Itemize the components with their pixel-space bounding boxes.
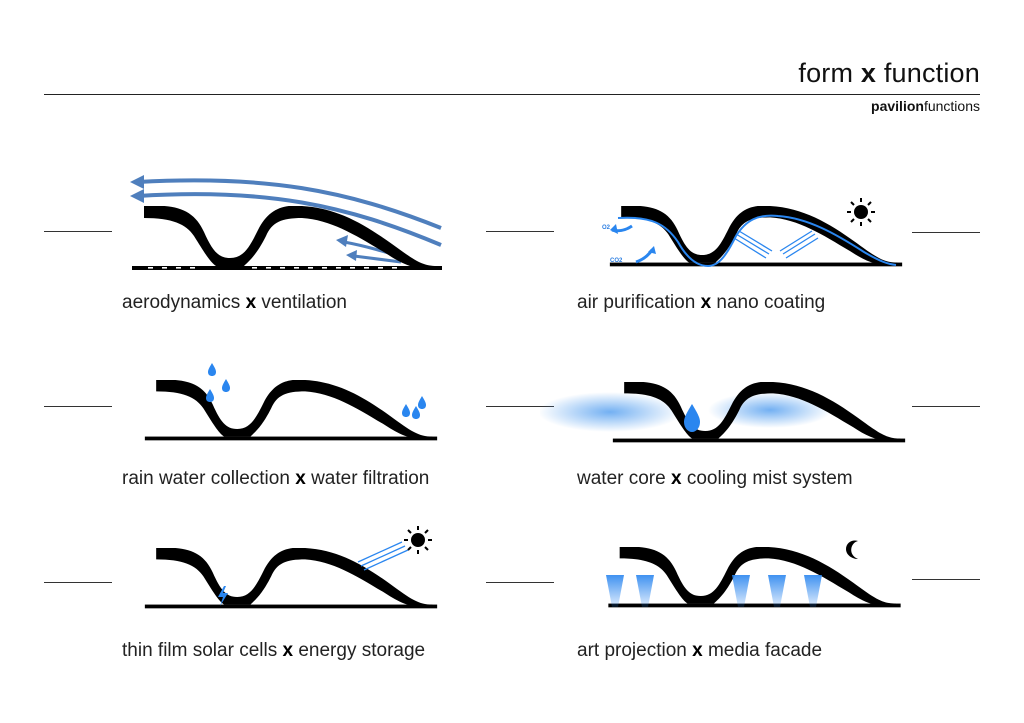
pavilion-shape <box>144 380 438 441</box>
arrow-icon <box>130 175 144 189</box>
arrow-icon <box>648 246 656 254</box>
side-line <box>486 406 554 407</box>
caption-air-purification: air purification x nano coating <box>577 292 826 313</box>
side-line <box>486 582 554 583</box>
lightning-icon <box>218 586 228 606</box>
caption-solar-cells: thin film solar cells x energy storage <box>122 640 426 661</box>
water-drop-icon <box>206 363 426 419</box>
wind-arrow <box>137 178 442 230</box>
nano-coating-line <box>617 214 897 268</box>
rain-water-diagram <box>144 363 438 441</box>
sun-rays <box>357 541 409 571</box>
page-subtitle: pavilionfunctions <box>871 98 980 114</box>
side-line <box>912 232 980 233</box>
o2-label: O2 <box>602 225 611 231</box>
side-line <box>44 231 112 232</box>
moon-icon <box>846 540 858 559</box>
caption-rain-water: rain water collection x water filtration <box>122 468 430 489</box>
aerodynamics-diagram <box>130 175 442 270</box>
co2-label: CO2 <box>610 258 623 264</box>
water-drop-icon <box>684 404 700 432</box>
sun-rays <box>733 230 819 259</box>
arrow-icon <box>336 235 348 247</box>
caption-water-core: water core x cooling mist system <box>577 468 853 489</box>
side-line <box>44 582 112 583</box>
side-line <box>44 406 112 407</box>
arrow-icon <box>130 189 144 203</box>
sun-icon <box>404 526 432 554</box>
wind-arrow <box>137 192 442 247</box>
solar-cells-diagram <box>144 526 438 609</box>
sun-icon <box>847 198 875 226</box>
side-line <box>486 231 554 232</box>
side-line <box>912 406 980 407</box>
caption-aerodynamics: aerodynamics x ventilation <box>122 292 347 313</box>
air-purification-diagram: O2 CO2 <box>602 198 903 268</box>
mist-cloud <box>540 392 682 432</box>
header-rule <box>44 94 980 95</box>
caption-art-projection: art projection x media facade <box>577 640 823 661</box>
side-line <box>912 579 980 580</box>
art-projection-diagram <box>606 540 901 608</box>
water-core-diagram <box>540 382 906 443</box>
vent-slots <box>148 267 397 269</box>
arrow-icon <box>610 224 618 234</box>
page-title: form x function <box>798 58 980 88</box>
wind-arrow <box>353 254 402 264</box>
projection-beams <box>606 575 822 607</box>
arrow-icon <box>346 250 357 261</box>
